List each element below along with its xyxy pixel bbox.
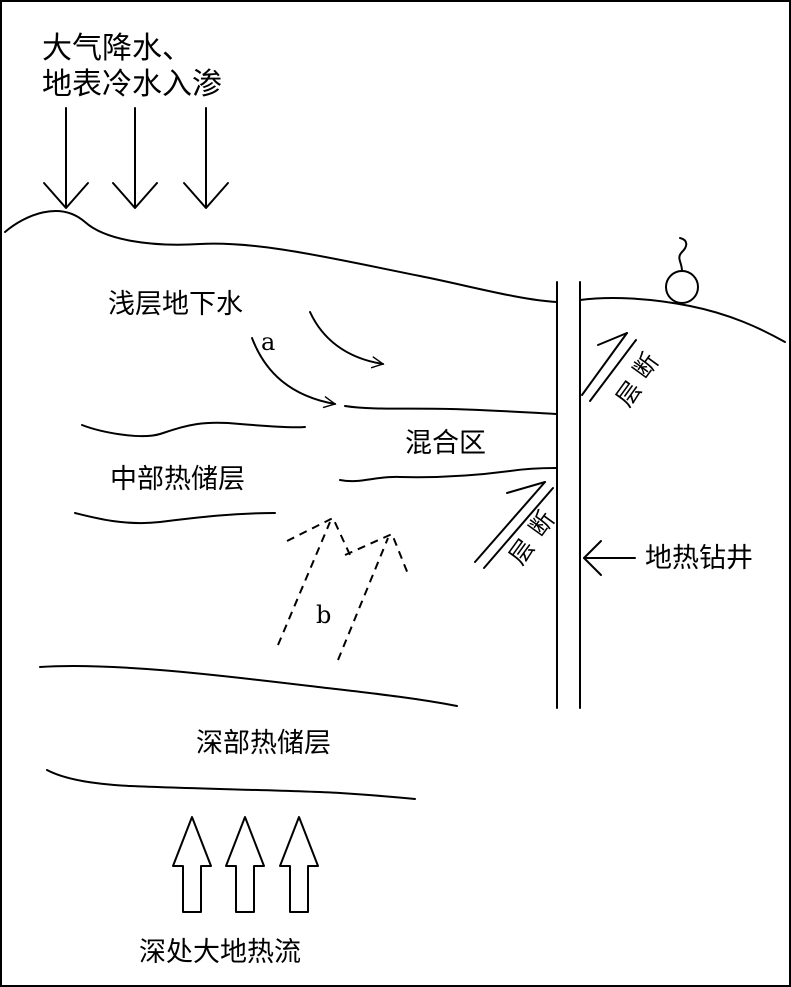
- geothermal-well-label: 地热钻井: [645, 543, 753, 574]
- middle-reservoir-bottom: [74, 512, 276, 525]
- precip-label-line2: 地表冷水入渗: [42, 67, 222, 102]
- heat-flow-arrows: [172, 816, 319, 913]
- precipitation-arrows: [43, 107, 229, 209]
- shallow-flow-arrows: [251, 311, 383, 404]
- middle-reservoir-label: 中部热储层: [110, 464, 245, 495]
- well-pointer-arrow: [583, 540, 636, 576]
- deep-flow-arrows-b: [277, 516, 409, 661]
- label-a: a: [261, 328, 275, 356]
- label-b: b: [316, 601, 331, 629]
- mixing-zone-top: [344, 405, 557, 415]
- deep-reservoir-top: [39, 665, 458, 707]
- geothermal-well: [556, 281, 581, 709]
- shallow-groundwater-label: 浅层地下水: [108, 289, 243, 320]
- fault-symbol-upper: [581, 332, 637, 402]
- fault-symbol-lower: [474, 481, 554, 569]
- hot-spring-icon: [665, 237, 699, 304]
- middle-reservoir-top: [81, 421, 306, 438]
- mixing-zone-bottom: [339, 467, 557, 483]
- ground-surface: [4, 210, 558, 303]
- fault-label-lower-1: 断: [524, 506, 561, 542]
- deep-reservoir-bottom: [46, 769, 416, 800]
- ground-surface-right: [579, 297, 786, 343]
- deep-heat-flow-label: 深处大地热流: [139, 937, 301, 968]
- mixing-zone-label: 混合区: [405, 428, 486, 459]
- fault-label-upper-2: 层: [611, 376, 648, 412]
- fault-label-upper-1: 断: [628, 348, 665, 384]
- deep-reservoir-label: 深部热储层: [196, 728, 331, 759]
- precip-label-line1: 大气降水、: [42, 31, 192, 66]
